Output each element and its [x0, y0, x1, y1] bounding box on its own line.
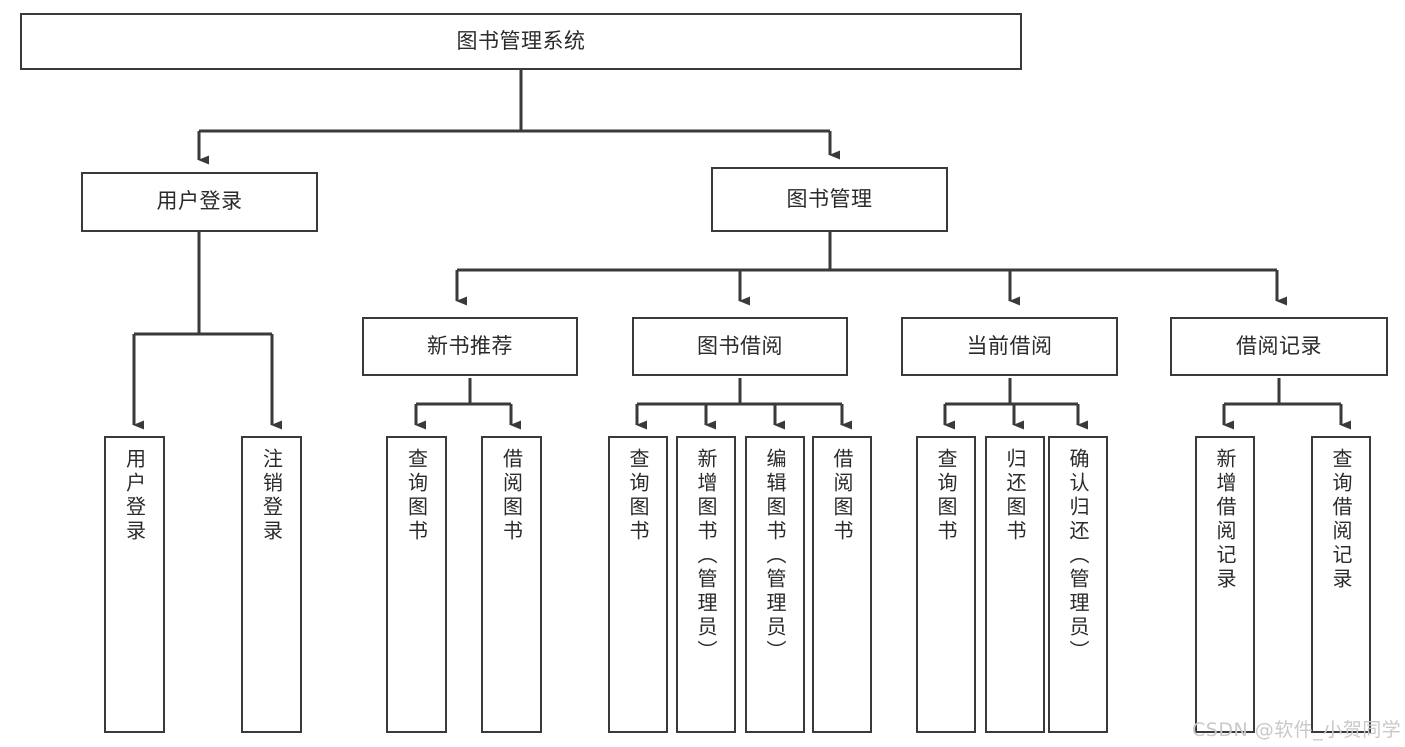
node-new-book-recommend[interactable]: 新书推荐 [362, 317, 578, 376]
leaf-confirm-return-admin[interactable]: 确认归还（管理员） [1048, 436, 1108, 733]
leaf-add-borrow-record[interactable]: 新增借阅记录 [1195, 436, 1255, 733]
leaf-edit-book-admin-label: 编辑图书（管理员） [763, 448, 787, 664]
node-current-borrow-label: 当前借阅 [966, 333, 1053, 358]
leaf-query-book-borrow-label: 查询图书 [626, 448, 650, 544]
leaf-logout-label: 注销登录 [259, 448, 284, 544]
leaf-query-book-newbook[interactable]: 查询图书 [386, 436, 447, 733]
leaf-query-book-newbook-label: 查询图书 [404, 448, 429, 544]
node-book-borrow[interactable]: 图书借阅 [632, 317, 848, 376]
leaf-logout[interactable]: 注销登录 [241, 436, 302, 733]
node-book-borrow-label: 图书借阅 [697, 333, 783, 358]
leaf-borrow-book-newbook[interactable]: 借阅图书 [481, 436, 542, 733]
leaf-add-book-admin-label: 新增图书（管理员） [694, 448, 718, 664]
node-borrow-record[interactable]: 借阅记录 [1170, 317, 1388, 376]
node-root-label: 图书管理系统 [456, 28, 586, 53]
leaf-query-book-current-label: 查询图书 [934, 448, 958, 544]
leaf-query-borrow-record[interactable]: 查询借阅记录 [1311, 436, 1371, 733]
leaf-query-book-borrow[interactable]: 查询图书 [608, 436, 668, 733]
leaf-query-book-current[interactable]: 查询图书 [916, 436, 976, 733]
node-user-login[interactable]: 用户登录 [81, 172, 318, 232]
leaf-borrow-book-newbook-label: 借阅图书 [499, 448, 524, 544]
leaf-add-borrow-record-label: 新增借阅记录 [1213, 448, 1237, 592]
leaf-return-book-label: 归还图书 [1003, 448, 1027, 544]
leaf-add-book-admin[interactable]: 新增图书（管理员） [676, 436, 736, 733]
leaf-user-login[interactable]: 用户登录 [104, 436, 165, 733]
leaf-edit-book-admin[interactable]: 编辑图书（管理员） [745, 436, 805, 733]
node-user-login-label: 用户登录 [156, 189, 243, 214]
leaf-confirm-return-admin-label: 确认归还（管理员） [1066, 448, 1090, 664]
leaf-query-borrow-record-label: 查询借阅记录 [1329, 448, 1353, 592]
node-root[interactable]: 图书管理系统 [20, 13, 1022, 70]
leaf-user-login-label: 用户登录 [122, 448, 147, 544]
node-borrow-record-label: 借阅记录 [1236, 333, 1322, 358]
leaf-return-book[interactable]: 归还图书 [985, 436, 1045, 733]
node-current-borrow[interactable]: 当前借阅 [901, 317, 1118, 376]
leaf-borrow-book[interactable]: 借阅图书 [812, 436, 872, 733]
leaf-borrow-book-label: 借阅图书 [830, 448, 854, 544]
node-book-management[interactable]: 图书管理 [711, 167, 948, 232]
node-new-book-recommend-label: 新书推荐 [427, 333, 513, 358]
node-book-management-label: 图书管理 [786, 186, 873, 211]
